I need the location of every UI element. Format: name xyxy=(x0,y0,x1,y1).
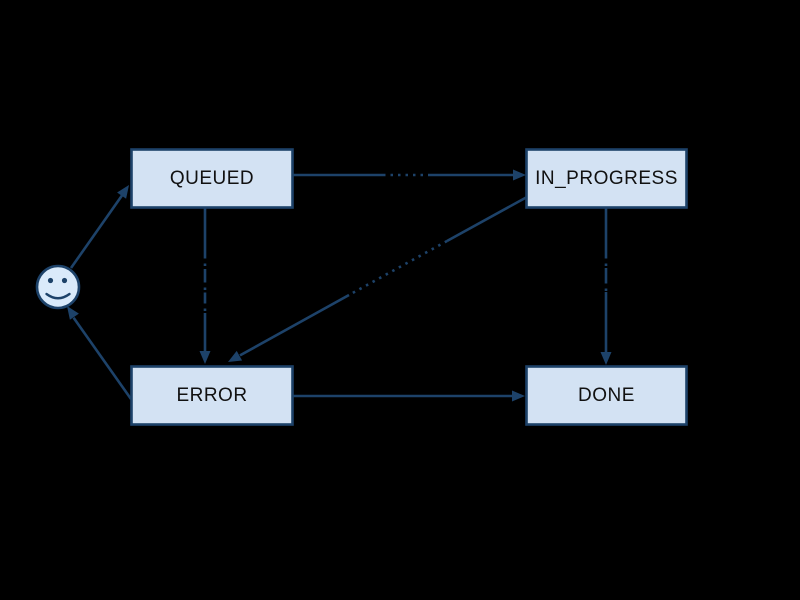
arrowhead-icon xyxy=(117,185,129,199)
edge-line xyxy=(239,293,350,357)
node-error: ERROR xyxy=(130,365,294,426)
arrowhead-icon xyxy=(512,390,525,402)
arrowhead-icon xyxy=(67,306,79,320)
smiley-mouth xyxy=(45,292,71,300)
node-in-progress-box xyxy=(525,148,688,209)
smiley-eye-right xyxy=(61,277,68,284)
node-done: DONE xyxy=(525,365,688,426)
node-queued-label: QUEUED xyxy=(170,168,254,189)
node-error-box xyxy=(130,365,294,426)
edge-error-to-start xyxy=(67,306,133,400)
edge-line xyxy=(446,195,528,243)
edge-in-progress-to-error xyxy=(228,195,528,362)
smiley-eye-left xyxy=(47,277,54,284)
edge-queued-to-error xyxy=(199,208,211,364)
edge-line xyxy=(72,317,133,400)
edge-queued-to-in-progress xyxy=(293,169,526,181)
arrowhead-icon xyxy=(228,350,243,362)
arrowhead-icon xyxy=(600,352,612,365)
node-done-box xyxy=(525,365,688,426)
node-in-progress: IN_PROGRESS xyxy=(525,148,688,209)
node-queued: QUEUED xyxy=(130,148,294,209)
node-start xyxy=(35,264,81,310)
arrowhead-icon xyxy=(513,169,526,181)
node-queued-box xyxy=(130,148,294,209)
node-in-progress-label: IN_PROGRESS xyxy=(535,168,678,189)
edge-label-gap xyxy=(348,239,448,297)
smiley-face-icon xyxy=(35,264,81,310)
edge-error-to-done xyxy=(293,390,525,402)
arrowhead-icon xyxy=(199,351,211,364)
edge-start-to-queued xyxy=(69,185,129,269)
edge-line xyxy=(69,194,124,269)
node-done-label: DONE xyxy=(578,385,635,406)
edge-in-progress-to-done xyxy=(600,208,612,365)
node-error-label: ERROR xyxy=(176,385,247,406)
